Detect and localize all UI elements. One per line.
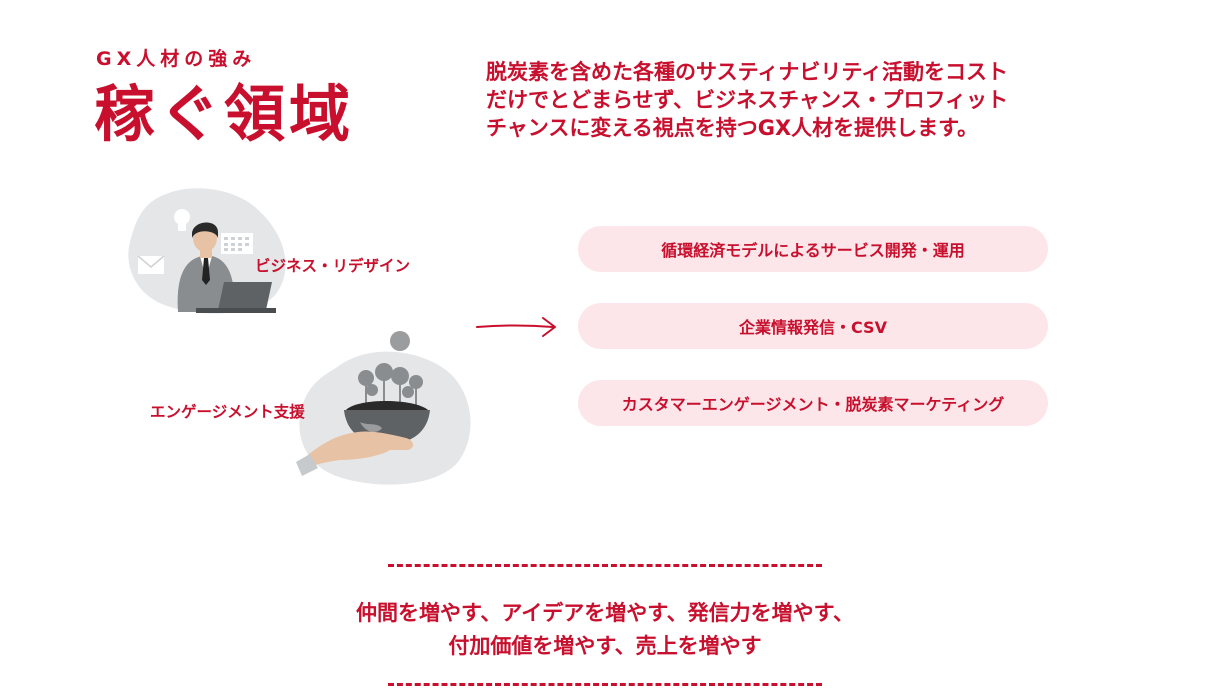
tree-icon <box>358 363 423 408</box>
businessman-illustration <box>128 188 286 314</box>
arrow-right-icon <box>476 317 556 337</box>
laptop-icon <box>196 282 276 313</box>
domain-pill-customer-engagement: カスタマーエンゲージメント・脱炭素マーケティング <box>578 380 1048 426</box>
section-subtitle: GX人材の強み <box>96 48 257 70</box>
lightbulb-icon <box>174 209 190 231</box>
moon-icon <box>390 331 410 351</box>
businessman <box>177 222 235 312</box>
domain-pill-circular-economy: 循環経済モデルによるサービス開発・運用 <box>578 226 1048 272</box>
description-line: チャンスに変える視点を持つGX人材を提供します。 <box>486 116 979 140</box>
hand-icon <box>302 431 414 470</box>
slogan-line: 付加価値を増やす、売上を増やす <box>448 634 762 658</box>
sleeve <box>296 454 318 476</box>
slogan: 仲間を増やす、アイデアを増やす、発信力を増やす、 付加価値を増やす、売上を増やす <box>240 597 970 663</box>
mail-icon <box>137 255 165 274</box>
divider-bottom <box>388 683 822 686</box>
description-line: だけでとどまらせず、ビジネスチャンス・プロフィット <box>486 88 1009 112</box>
calendar-icon <box>221 233 253 254</box>
description: 脱炭素を含めた各種のサスティナビリティ活動をコスト だけでとどまらせず、ビジネス… <box>486 58 1106 142</box>
divider-top <box>388 564 822 567</box>
slogan-line: 仲間を増やす、アイデアを増やす、発信力を増やす、 <box>356 601 854 625</box>
plant-bowl-illustration <box>296 331 471 485</box>
description-line: 脱炭素を含めた各種のサスティナビリティ活動をコスト <box>486 60 1009 84</box>
domain-pill-csv: 企業情報発信・CSV <box>578 303 1048 349</box>
globe-highlight <box>360 422 382 432</box>
section-title: 稼ぐ領域 <box>94 79 355 150</box>
soil <box>346 401 428 410</box>
business-redesign-label: ビジネス・リデザイン <box>255 257 411 275</box>
engagement-support-label: エンゲージメント支援 <box>150 403 305 421</box>
